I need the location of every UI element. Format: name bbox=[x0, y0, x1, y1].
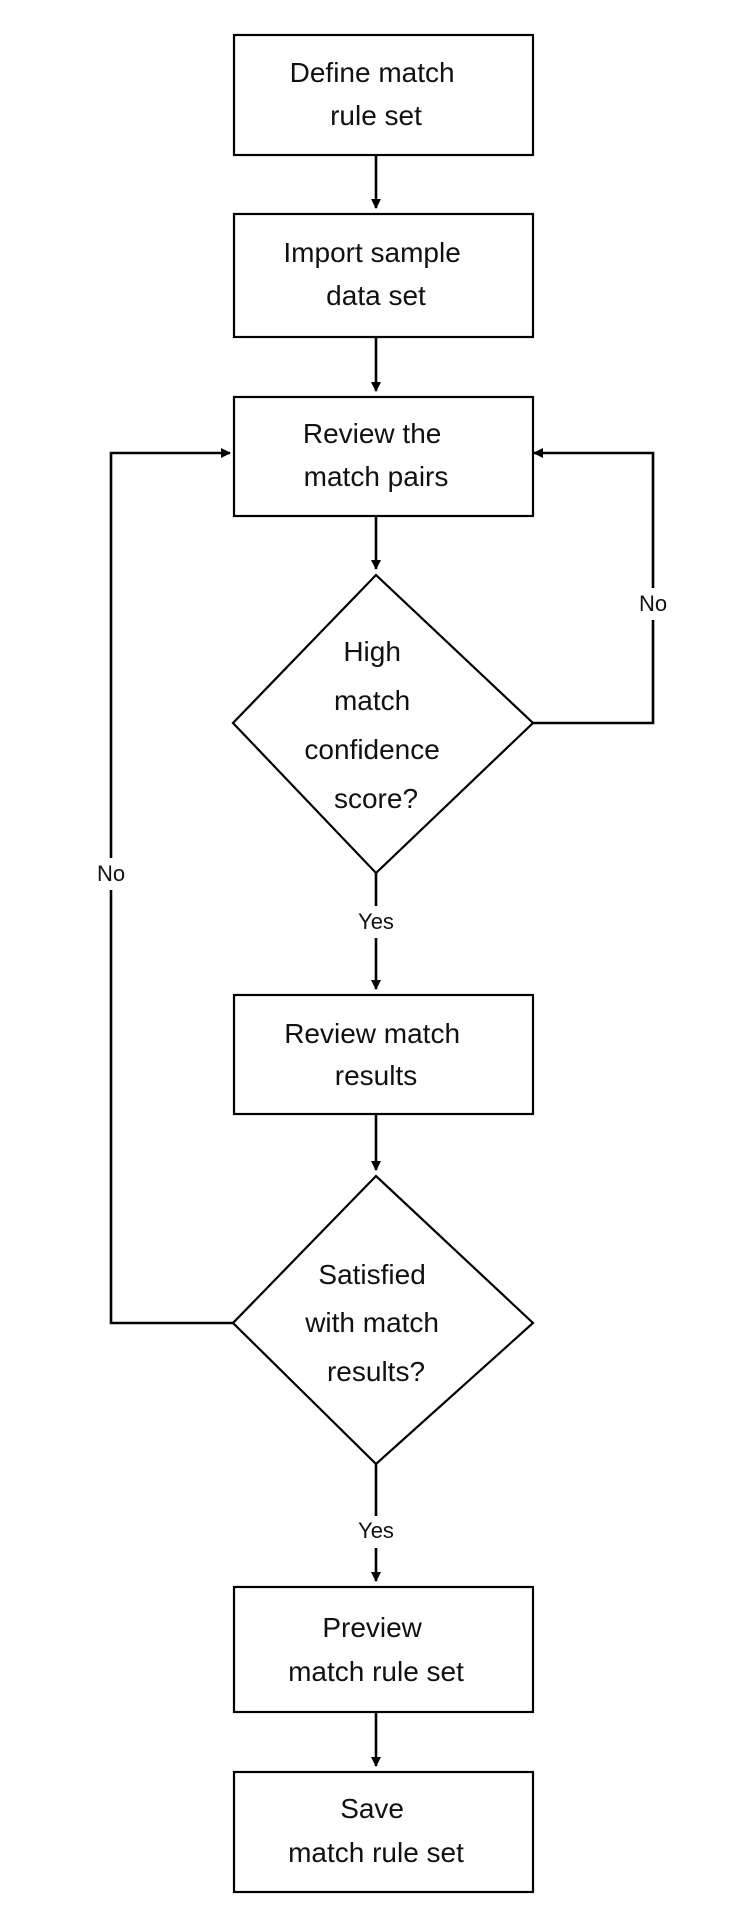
edge-label-satisfied-yes: Yes bbox=[358, 1518, 394, 1543]
node-review-pairs-line-2: match pairs bbox=[304, 461, 449, 492]
decision-high-match-confidence: High match confidence score? bbox=[231, 573, 535, 875]
node-save-line-1: Save bbox=[340, 1793, 404, 1824]
node-import-line-1: Import sample bbox=[283, 237, 460, 268]
edge-labels: No Yes No Yes bbox=[88, 588, 676, 1548]
svg-text:Preview match rule set: Preview match rule set bbox=[288, 1612, 464, 1687]
svg-text:Review match results: Review match results bbox=[284, 1018, 468, 1091]
node-define-line-1: Define match bbox=[290, 57, 455, 88]
node-define-line-2: rule set bbox=[330, 100, 422, 131]
node-review-results-line-2: results bbox=[335, 1060, 417, 1091]
node-review-pairs-line-1: Review the bbox=[303, 418, 442, 449]
edge-label-high-yes: Yes bbox=[358, 909, 394, 934]
node-preview-line-1: Preview bbox=[322, 1612, 422, 1643]
node-review-results-line-1: Review match bbox=[284, 1018, 460, 1049]
node-preview-line-2: match rule set bbox=[288, 1656, 464, 1687]
svg-text:Satisfied with match: Satisfied with match results? bbox=[304, 1259, 447, 1387]
node-define-match-rule-set: Define match rule set bbox=[232, 33, 535, 157]
decision-satisfied-line-2: with match bbox=[304, 1307, 439, 1338]
decision-satisfied-line-1: Satisfied bbox=[318, 1259, 425, 1290]
decision-high-line-1: High bbox=[343, 636, 401, 667]
decision-high-line-2: match bbox=[334, 685, 410, 716]
node-import-line-2: data set bbox=[326, 280, 426, 311]
decision-high-line-3: confidence bbox=[304, 734, 439, 765]
decision-high-line-4: score? bbox=[334, 783, 418, 814]
svg-text:High match confide: High match confidence score? bbox=[304, 636, 447, 814]
decision-satisfied-with-results: Satisfied with match results? bbox=[231, 1174, 535, 1466]
svg-text:Save match rule set: Save match rule set bbox=[288, 1793, 464, 1868]
svg-text:Review the match pairs: Review the match pairs bbox=[303, 418, 449, 492]
node-import-sample-data-set: Import sample data set bbox=[232, 212, 535, 339]
edge-label-high-no: No bbox=[639, 591, 667, 616]
svg-text:Import sample data set: Import sample data set bbox=[283, 237, 468, 311]
node-save-match-rule-set: Save match rule set bbox=[232, 1770, 535, 1894]
decision-satisfied-line-3: results? bbox=[327, 1356, 425, 1387]
edge-label-satisfied-no: No bbox=[97, 861, 125, 886]
node-review-match-pairs: Review the match pairs bbox=[232, 395, 535, 518]
node-save-line-2: match rule set bbox=[288, 1837, 464, 1868]
svg-text:Define match rule set: Define match rule set bbox=[290, 57, 463, 131]
node-preview-match-rule-set: Preview match rule set bbox=[232, 1585, 535, 1714]
node-review-match-results: Review match results bbox=[232, 993, 535, 1116]
